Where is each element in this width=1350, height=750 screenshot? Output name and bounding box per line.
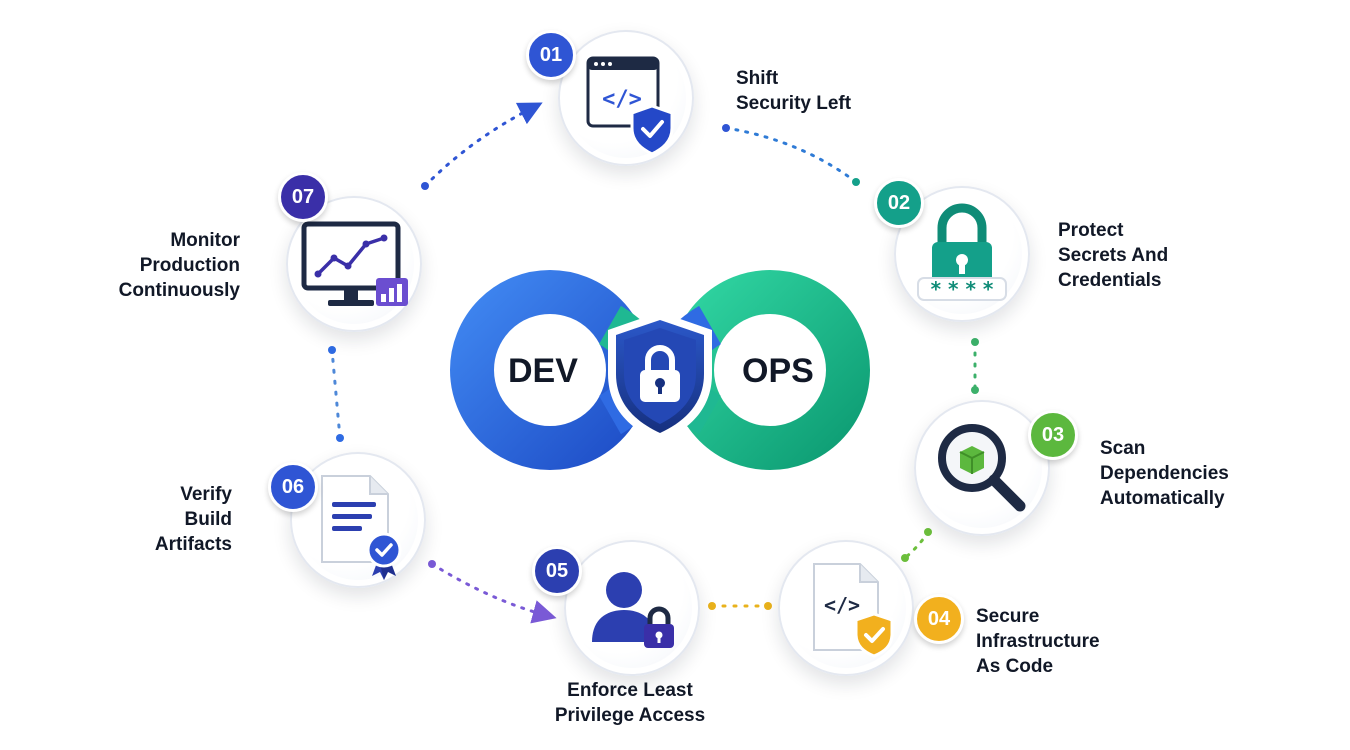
connector-06-07 [330,348,342,440]
step-04-badge: 04 [914,594,964,644]
connector-dot [722,124,730,132]
step-06-circle [290,452,426,588]
connector-dot [336,434,344,442]
connector-dot [901,554,909,562]
connector-dot [924,528,932,536]
step-03-label: Scan Dependencies Automatically [1100,438,1229,509]
monitor-chart-icon [301,221,408,306]
connector-dot [764,602,772,610]
connector-01-02 [724,126,858,184]
infinity-loop-icon [450,270,870,470]
connector-dot [421,182,429,190]
code-window-shield-icon: </> [586,56,674,156]
step-01-label: Shift Security Left [736,68,852,114]
connector-dot [971,338,979,346]
dev-label: DEV [508,352,578,390]
step-03-badge: 03 [1028,410,1078,460]
connector-dot [428,560,436,568]
step-01-circle: </> [558,30,694,166]
connector-dot [328,346,336,354]
code-file-shield-icon: </> [813,563,894,658]
magnifier-package-icon [938,424,1026,512]
svg-text:</>: </> [824,593,860,617]
step-07-badge: 07 [278,172,328,222]
connector-dot [971,386,979,394]
ops-label: OPS [742,352,814,390]
connector-dot [708,602,716,610]
connector-06-05 [430,562,557,624]
step-05-badge: 05 [532,546,582,596]
padlock-password-icon: * * * * [917,203,1007,301]
connector-dot [852,178,860,186]
devops-infinity-logo: DEV OPS [430,270,890,470]
shield-lock-icon [608,312,712,442]
step-07-label: Monitor Production Continuously [118,230,240,301]
step-06-label: Verify Build Artifacts [154,484,232,555]
step-07-circle [286,196,422,332]
document-badge-icon [321,475,402,580]
step-06-badge: 06 [268,462,318,512]
step-05-circle [564,540,700,676]
connector-07-01 [423,102,543,188]
user-lock-icon [592,572,674,648]
step-02-badge: 02 [874,178,924,228]
step-05-label: Enforce Least Privilege Access [554,680,706,726]
step-04-label: Secure Infrastructure As Code [976,606,1100,677]
svg-text:* * * *: * * * * [931,277,994,301]
step-02-label: Protect Secrets And Credentials [1058,220,1169,291]
step-01-badge: 01 [526,30,576,80]
svg-text:</>: </> [602,87,642,112]
step-03-circle [914,400,1050,536]
step-04-circle: </> [778,540,914,676]
